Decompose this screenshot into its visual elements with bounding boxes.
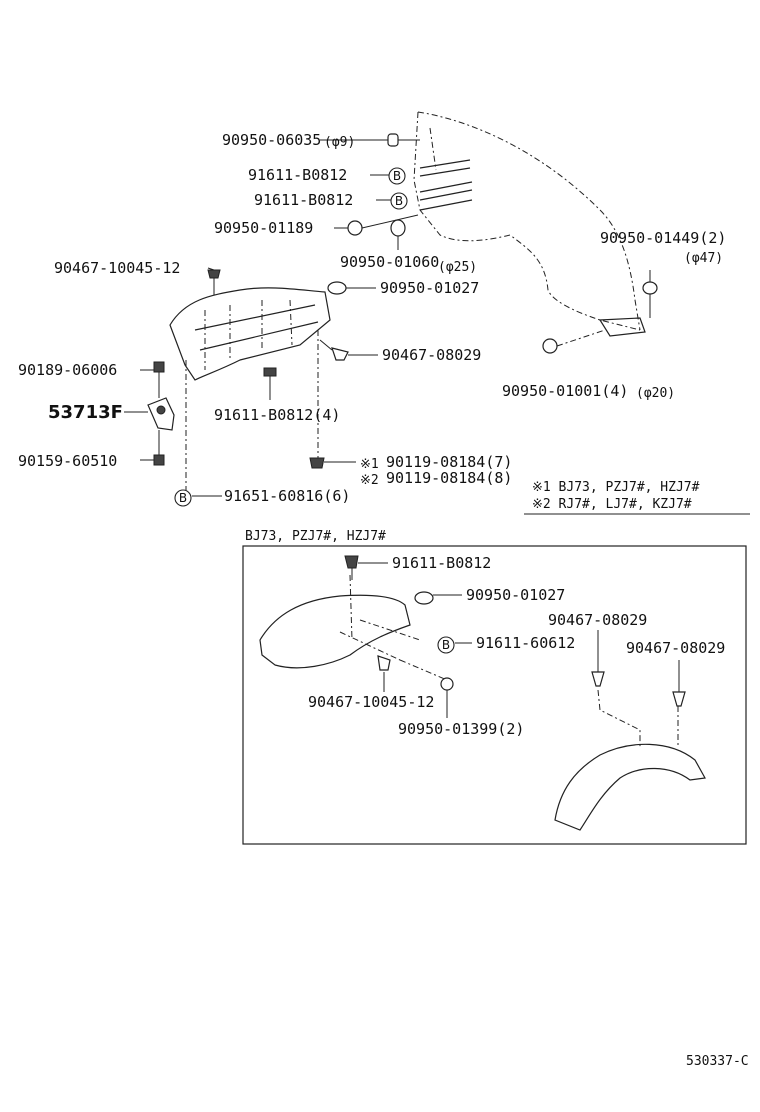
- clip-90467-10045-12: [207, 269, 221, 295]
- inset-callout-91611-B0812: 91611-B0812: [392, 554, 491, 572]
- fender-liner-main: [413, 111, 646, 337]
- callout-91611-B0812-b: 91611-B0812: [254, 191, 353, 209]
- callout-mark-2: ※2: [360, 473, 379, 488]
- inset-plug-01399: [399, 659, 454, 691]
- inset-callout-90950-01399: 90950-01399(2): [398, 720, 524, 738]
- inset-callout-91611-60612: 91611-60612: [476, 634, 575, 652]
- callout-91651-60816: 91651-60816(6): [224, 487, 350, 505]
- b-marker-2: B: [390, 192, 408, 210]
- b-marker-text: B: [395, 194, 403, 208]
- clip-90950-06035: [387, 133, 420, 147]
- callout-size-phi47: (φ47): [684, 251, 723, 266]
- inset-clip-b: [672, 691, 686, 707]
- leaders: [124, 139, 750, 718]
- b-marker-3: B: [174, 489, 192, 507]
- inset-frame: [242, 545, 747, 845]
- callout-mark-1: ※1: [360, 457, 379, 472]
- callout-90950-01449: 90950-01449(2): [600, 229, 726, 247]
- b-marker-4: B: [437, 636, 455, 654]
- callout-53713F: 53713F: [48, 402, 123, 423]
- b-marker-text: B: [393, 169, 401, 183]
- plug-90950-01449: [642, 281, 658, 318]
- callout-90950-06035: 90950-06035: [222, 131, 321, 149]
- inset-plug-01027: [414, 591, 434, 605]
- callout-90119-08184-7: 90119-08184(7): [386, 453, 512, 471]
- callout-90467-08029: 90467-08029: [382, 346, 481, 364]
- bolt-91611-B0812-b: [419, 181, 473, 211]
- callout-90119-08184-8: 90119-08184(8): [386, 469, 512, 487]
- callout-91611-B0812-4: 91611-B0812(4): [214, 406, 340, 424]
- inset-callout-90467-08029-a: 90467-08029: [548, 611, 647, 629]
- inset-clip: [377, 655, 391, 671]
- inset-title: BJ73, PZJ7#, HZJ7#: [245, 529, 386, 544]
- note-2: ※2 RJ7#, LJ7#, KZJ7#: [532, 497, 692, 512]
- bolt-90119-08184: [309, 330, 325, 469]
- inset-callout-90950-01027: 90950-01027: [466, 586, 565, 604]
- plug-90950-01189: [347, 214, 419, 236]
- callout-91611-B0812-a: 91611-B0812: [248, 166, 347, 184]
- inset-callout-90467-10045-12: 90467-10045-12: [308, 693, 434, 711]
- callout-size-phi9: (φ9): [324, 135, 355, 150]
- callout-90950-01027: 90950-01027: [380, 279, 479, 297]
- inset-clip-a: [591, 671, 605, 687]
- callout-90950-01189: 90950-01189: [214, 219, 313, 237]
- bracket-53713F: [147, 361, 175, 466]
- clip-90467-08029: [319, 339, 349, 361]
- b-marker-text: B: [442, 638, 450, 652]
- plug-90950-01027: [327, 281, 347, 295]
- callout-size-phi25: (φ25): [438, 260, 477, 275]
- callout-size-phi20: (φ20): [636, 386, 675, 401]
- bolt-91611-B0812-4: [263, 367, 277, 400]
- callout-90159-60510: 90159-60510: [18, 452, 117, 470]
- note-1: ※1 BJ73, PZJ7#, HZJ7#: [532, 480, 700, 495]
- b-marker-1: B: [388, 167, 406, 185]
- bolt-91611-B0812-a: [419, 159, 471, 177]
- b-marker-text: B: [179, 491, 187, 505]
- diagram-id: 530337-C: [686, 1054, 749, 1069]
- inset-splash-shield: [259, 574, 421, 669]
- callout-90189-06006: 90189-06006: [18, 361, 117, 379]
- inset-callout-90467-08029-b: 90467-08029: [626, 639, 725, 657]
- splash-shield: [169, 287, 331, 381]
- callout-90950-01001: 90950-01001(4): [502, 382, 628, 400]
- plug-90950-01001: [542, 329, 606, 354]
- inset-mudguard: [554, 689, 706, 831]
- inset-bolt: [344, 555, 359, 580]
- callout-90467-10045-12: 90467-10045-12: [54, 259, 180, 277]
- plug-90950-01060: [390, 219, 406, 250]
- callout-90950-01060: 90950-01060: [340, 253, 439, 271]
